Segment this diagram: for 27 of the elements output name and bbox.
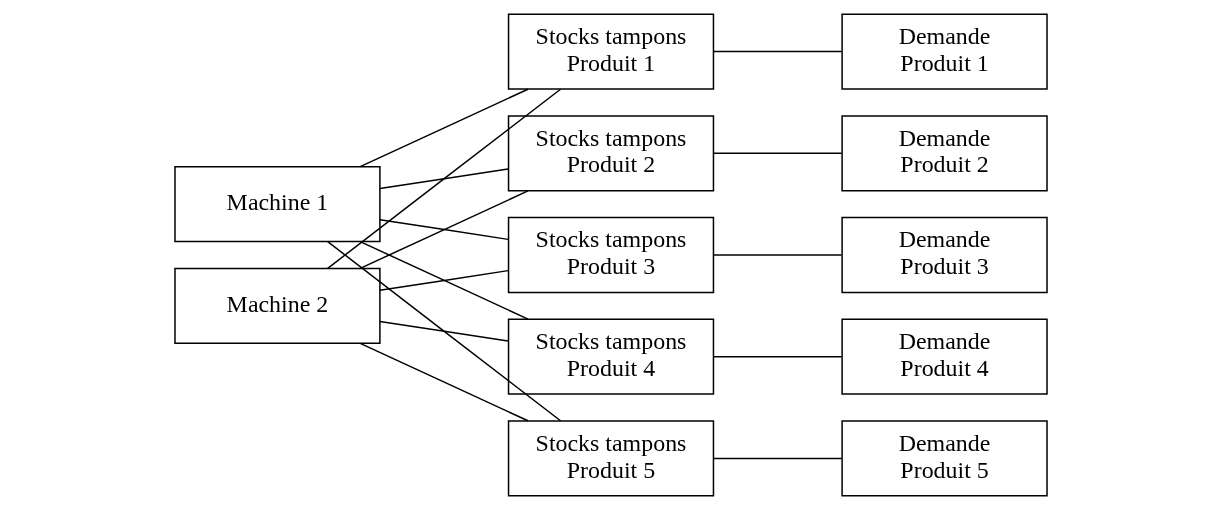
node-box: Machine 2 <box>174 267 381 344</box>
node-box: Demande Produit 1 <box>841 13 1048 90</box>
connector <box>359 240 529 320</box>
connector <box>359 190 529 270</box>
connector <box>712 152 843 155</box>
node-box: Stocks tampons Produit 5 <box>507 420 715 497</box>
connector <box>326 88 562 270</box>
node-box: Stocks tampons Produit 4 <box>507 318 715 395</box>
connector <box>379 320 509 342</box>
connector <box>712 50 843 53</box>
connector <box>359 88 529 168</box>
node-box: Demande Produit 2 <box>841 115 1048 192</box>
connector <box>359 342 529 422</box>
node-box: Stocks tampons Produit 3 <box>507 216 715 294</box>
connector <box>379 168 509 190</box>
connector <box>712 355 843 358</box>
node-box: Demande Produit 4 <box>841 318 1048 395</box>
node-box: Machine 1 <box>174 166 381 243</box>
node-box: Stocks tampons Produit 2 <box>507 115 715 192</box>
connector <box>379 269 509 292</box>
connector <box>326 240 562 422</box>
node-box: Demande Produit 5 <box>841 420 1048 497</box>
node-box: Stocks tampons Produit 1 <box>507 13 715 90</box>
connector <box>712 254 843 256</box>
connector <box>712 457 843 460</box>
node-box: Demande Produit 3 <box>841 216 1048 294</box>
connector <box>379 218 509 241</box>
